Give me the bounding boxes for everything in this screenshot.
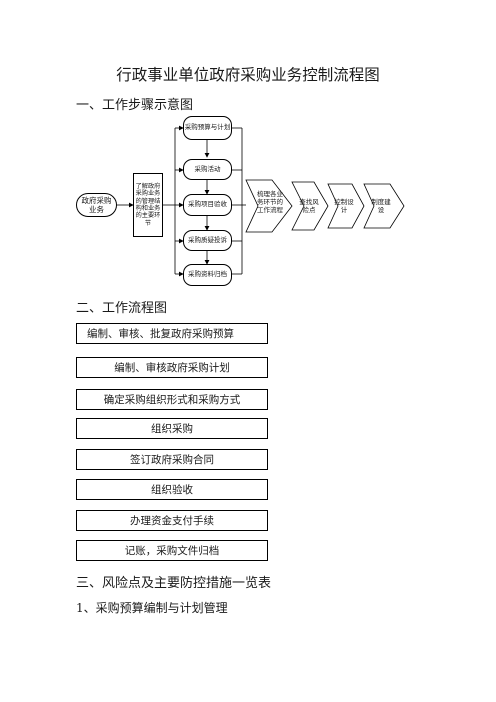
- section-heading-risks: 三、风险点及主要防控措施一览表: [76, 576, 272, 591]
- flow-step-archiving: 记账，采购文件归档: [76, 540, 268, 561]
- step-budget-plan: 采购预算与计划: [183, 116, 232, 140]
- step-project-acceptance: 采购项目验收: [183, 194, 232, 216]
- section-heading-flow: 二、工作流程图: [76, 301, 168, 316]
- understand-structure-box: 了解政府采购业务的管理结构和业务的主要环节: [133, 173, 163, 237]
- section-heading-steps: 一、工作步骤示意图: [76, 98, 194, 113]
- step-archiving: 采购资料归档: [183, 264, 232, 286]
- step-complaint: 采购质疑投诉: [183, 230, 232, 251]
- flow-step-payment: 办理资金支付手续: [76, 510, 268, 531]
- subsection-heading-budget: 1、采购预算编制与计划管理: [76, 601, 228, 615]
- pentagon-label-risk-points: 查找风险点: [299, 198, 319, 215]
- start-node-procurement-business: 政府采购业务: [76, 193, 117, 217]
- pentagon-label-system-building: 制度建设: [371, 198, 391, 215]
- step-procurement-activity: 采购活动: [183, 159, 232, 180]
- pentagon-label-control-design: 控制设计: [334, 198, 354, 215]
- flow-step-plan: 编制、审核政府采购计划: [76, 357, 268, 378]
- flow-step-budget: 编制、审核、批复政府采购预算: [76, 323, 268, 344]
- page-title: 行政事业单位政府采购业务控制流程图: [116, 66, 380, 84]
- flow-step-organize: 组织采购: [76, 418, 268, 439]
- flow-step-contract: 签订政府采购合同: [76, 449, 268, 470]
- flow-step-method: 确定采购组织形式和采购方式: [76, 389, 268, 410]
- flow-step-acceptance: 组织验收: [76, 479, 268, 500]
- pentagon-label-workflow: 梳理各业务环节的工作流程: [257, 190, 283, 215]
